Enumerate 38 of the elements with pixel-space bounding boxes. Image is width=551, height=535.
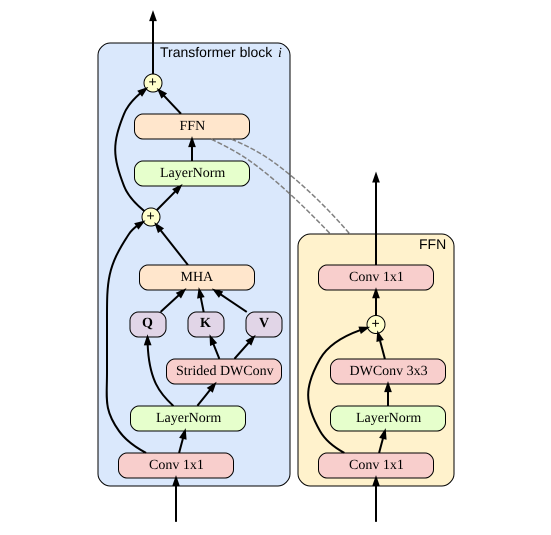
arrow: [196, 382, 216, 406]
arrow: [372, 475, 380, 522]
arrow: [154, 222, 188, 266]
arrow: [178, 428, 186, 453]
node-box: MHA: [138, 264, 254, 290]
node-box: Conv 1x1: [318, 452, 434, 478]
arrow: [196, 287, 204, 312]
arrow: [143, 334, 174, 407]
node-box: LayerNorm: [130, 406, 246, 432]
connector: [210, 138, 331, 235]
node-box: Strided DWConv: [166, 358, 282, 384]
node-circle: +: [366, 315, 385, 334]
node-box: Conv 1x1: [318, 264, 434, 290]
node-box: LayerNorm: [330, 406, 446, 432]
arrow: [372, 172, 380, 265]
arrow: [211, 288, 247, 313]
arrow: [209, 334, 220, 360]
arrow: [156, 184, 182, 211]
node-box: DWConv 3x3: [330, 358, 446, 384]
node-circle: +: [143, 74, 162, 92]
node-box: LayerNorm: [134, 160, 250, 186]
node-box: V: [245, 312, 282, 338]
node-box: Conv 1x1: [118, 452, 234, 478]
node-box: FFN: [134, 114, 250, 140]
connector: [230, 138, 350, 234]
node-box: K: [187, 312, 224, 338]
arrow: [378, 428, 386, 453]
arrow: [372, 287, 380, 316]
arrow: [114, 86, 148, 212]
node-circle: +: [141, 208, 160, 226]
arrow: [376, 330, 386, 359]
arrow: [188, 136, 196, 161]
arrow: [233, 334, 256, 360]
arrow: [384, 381, 392, 406]
arrow: [172, 475, 180, 522]
node-box: Q: [129, 312, 166, 338]
arrow: [159, 288, 186, 313]
arrow: [156, 88, 182, 114]
